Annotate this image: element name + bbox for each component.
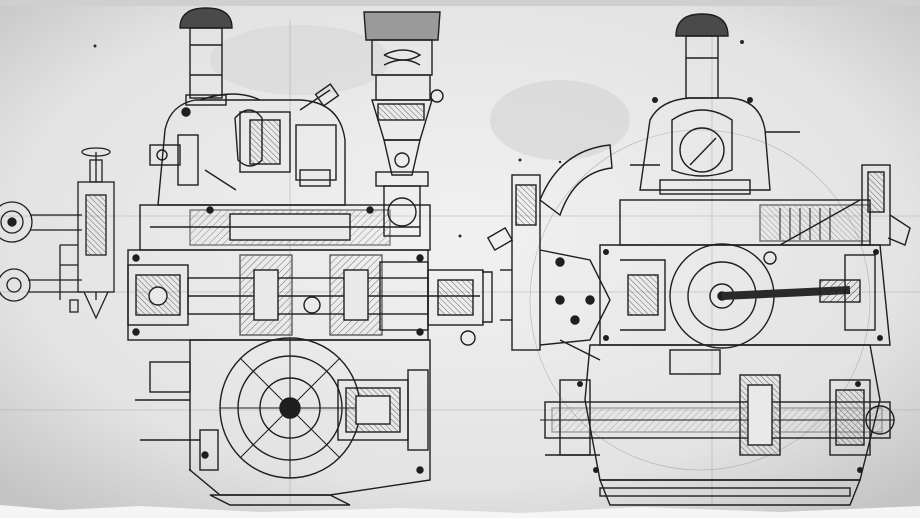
carburettor (363, 11, 444, 237)
paper-torn-edge (0, 505, 920, 518)
smudge (490, 80, 630, 160)
auxiliary-pump-view (0, 147, 115, 320)
side-section-view (127, 7, 493, 506)
dust-specks (93, 40, 744, 472)
bolt-heads-right (577, 97, 883, 473)
upper-housing (157, 99, 346, 206)
bolt-heads (132, 206, 424, 474)
smudge (210, 25, 390, 95)
exhaust-manifold (486, 144, 613, 351)
front-section-view (540, 13, 911, 506)
intake-cap (179, 7, 233, 106)
paper-fold-shadow (0, 0, 920, 6)
